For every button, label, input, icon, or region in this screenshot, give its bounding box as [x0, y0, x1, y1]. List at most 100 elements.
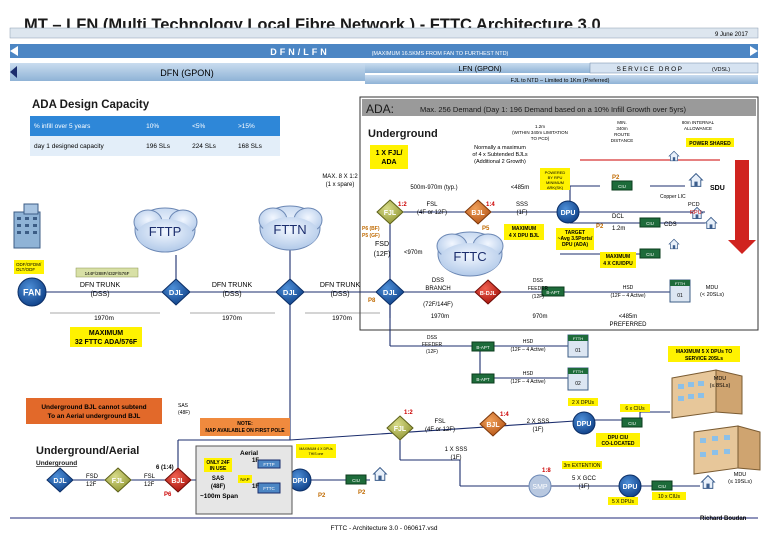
ratio12-label-2: 1:2: [404, 410, 413, 416]
only-24f-box: [204, 458, 232, 472]
ftth-box-2: [567, 334, 589, 358]
djl-node-2[interactable]: [275, 278, 305, 306]
djl-node-3[interactable]: [375, 278, 405, 306]
f12-label-2: 12F: [144, 482, 155, 488]
ciu-label-1: CIU: [618, 184, 626, 189]
sas48-label: SAS(48F): [211, 476, 225, 490]
p6bf-label: P6 (BF)P5 (GF): [362, 226, 380, 239]
rpu-label: RPU: [690, 210, 702, 216]
sss-label-1: SSS(1F): [516, 202, 528, 216]
table-cell: 168 SLs: [234, 136, 280, 156]
table-row: % infill over 5 years 10% <5% >15%: [30, 116, 280, 136]
mdu20-label: MDU(< 20SLs): [700, 285, 724, 298]
power-shared-box: [686, 138, 734, 147]
p2-label-3: P2: [318, 493, 326, 499]
nap-label: NAP: [240, 477, 249, 482]
power-arrow-shaft: [735, 160, 749, 240]
mdu19-label: MDU(≤ 19SLs): [728, 472, 752, 485]
max-ciu-box: [600, 252, 636, 268]
mdu8-label: MDU(≤ 8SLs): [710, 376, 731, 389]
max-dpu-bjl-box: [504, 224, 544, 240]
dfn-gpon-label: DFN (GPON): [160, 68, 214, 78]
fttn-cloud: [258, 205, 323, 251]
ftth-num-3: 02: [575, 381, 581, 387]
house-icon-5: [668, 238, 680, 250]
exchange-building-icon: [13, 203, 41, 249]
dpu-node-3[interactable]: [572, 411, 596, 435]
p2-label-2: P2: [596, 224, 604, 230]
span-label: ~100m Span: [200, 493, 238, 500]
ada-capacity-heading: ADA Design Capacity: [32, 99, 150, 111]
distance-1970-3: 1970m: [332, 315, 352, 322]
fsd2-label: FSD: [86, 474, 99, 480]
ug-aerial-heading: Underground/Aerial: [36, 445, 139, 457]
distance-1970-4: 1970m: [431, 314, 449, 320]
p2-label-4: P2: [358, 490, 366, 496]
six-cius-box: [620, 404, 650, 412]
distance-1970-1: 1970m: [94, 315, 114, 322]
ada-note: Max. 256 Demand (Day 1: 196 Demand based…: [420, 105, 686, 114]
lfn-gpon-bar: [365, 63, 590, 73]
extension-box: [562, 461, 602, 469]
nap-note-box: [200, 418, 290, 436]
djl-node-1[interactable]: [161, 278, 191, 306]
fjl-node-3[interactable]: [386, 415, 414, 441]
fttp-cloud: [133, 207, 198, 253]
table-row: day 1 designed capacity 196 SLs 224 SLs …: [30, 136, 280, 156]
five-dpus-label: 5 X DPUs: [612, 499, 634, 505]
distance-970: 970m: [532, 314, 547, 320]
ten-cius-label: 10 x CIUs: [658, 494, 680, 500]
fjl-ntd-label: FJL to NTD – Limited to 1Km (Preferred): [511, 78, 610, 84]
bjl-node-3[interactable]: [479, 411, 507, 437]
p8-label-1: P8: [368, 298, 376, 304]
bapt-label-1: B-APT: [546, 290, 560, 295]
ciu-label-6: CIU: [352, 478, 360, 483]
one-f-label-1: 1F: [252, 458, 259, 464]
dfn-trunk-label-2: DFN TRUNK: [212, 282, 253, 289]
extension-label: 3m EXTENTION: [564, 463, 601, 469]
table-cell: 196 SLs: [142, 136, 189, 156]
sas-label: SAS(48F): [178, 403, 190, 416]
ciu-label-3: CIU: [646, 252, 654, 257]
ftth-label-1: FTTH: [675, 281, 685, 286]
house-icon-7: [701, 475, 715, 489]
ciu-label-4: CIU: [628, 421, 636, 426]
dpu-ciu-colocated-box: [596, 433, 640, 447]
fan-node[interactable]: [17, 277, 47, 307]
bjl-node-1[interactable]: [464, 199, 492, 225]
five-dpus-box: [608, 497, 638, 505]
one-sss-label: 1 X SSS(1F): [445, 447, 468, 461]
bdjl-node[interactable]: [474, 279, 502, 305]
djl-node-4[interactable]: [46, 467, 74, 493]
powered-box: [540, 168, 570, 190]
ftth-label-2: FTTH: [573, 336, 583, 341]
dpu-node-1[interactable]: [556, 200, 580, 224]
fjl-node-1[interactable]: [376, 199, 404, 225]
two-dpus-label: 2 X DPUs: [572, 400, 594, 406]
dfn-trunk-label-1: DFN TRUNK: [80, 282, 121, 289]
p2-label-1: P2: [612, 175, 620, 181]
fttc-label: FTTC: [453, 249, 486, 264]
smp-node[interactable]: [528, 474, 552, 498]
fjl-node-2[interactable]: [104, 467, 132, 493]
dss-label-1: (DSS): [90, 291, 109, 298]
fttp-small-label: FTTP: [263, 462, 274, 467]
vdsl-label: (VDSL): [712, 67, 730, 73]
house-icon-1: [689, 173, 703, 187]
bjl-node-2[interactable]: [164, 467, 192, 493]
range-485-label: <485m: [511, 185, 530, 191]
ciu-device-3: [639, 248, 661, 259]
distance-1970-2: 1970m: [222, 315, 242, 322]
